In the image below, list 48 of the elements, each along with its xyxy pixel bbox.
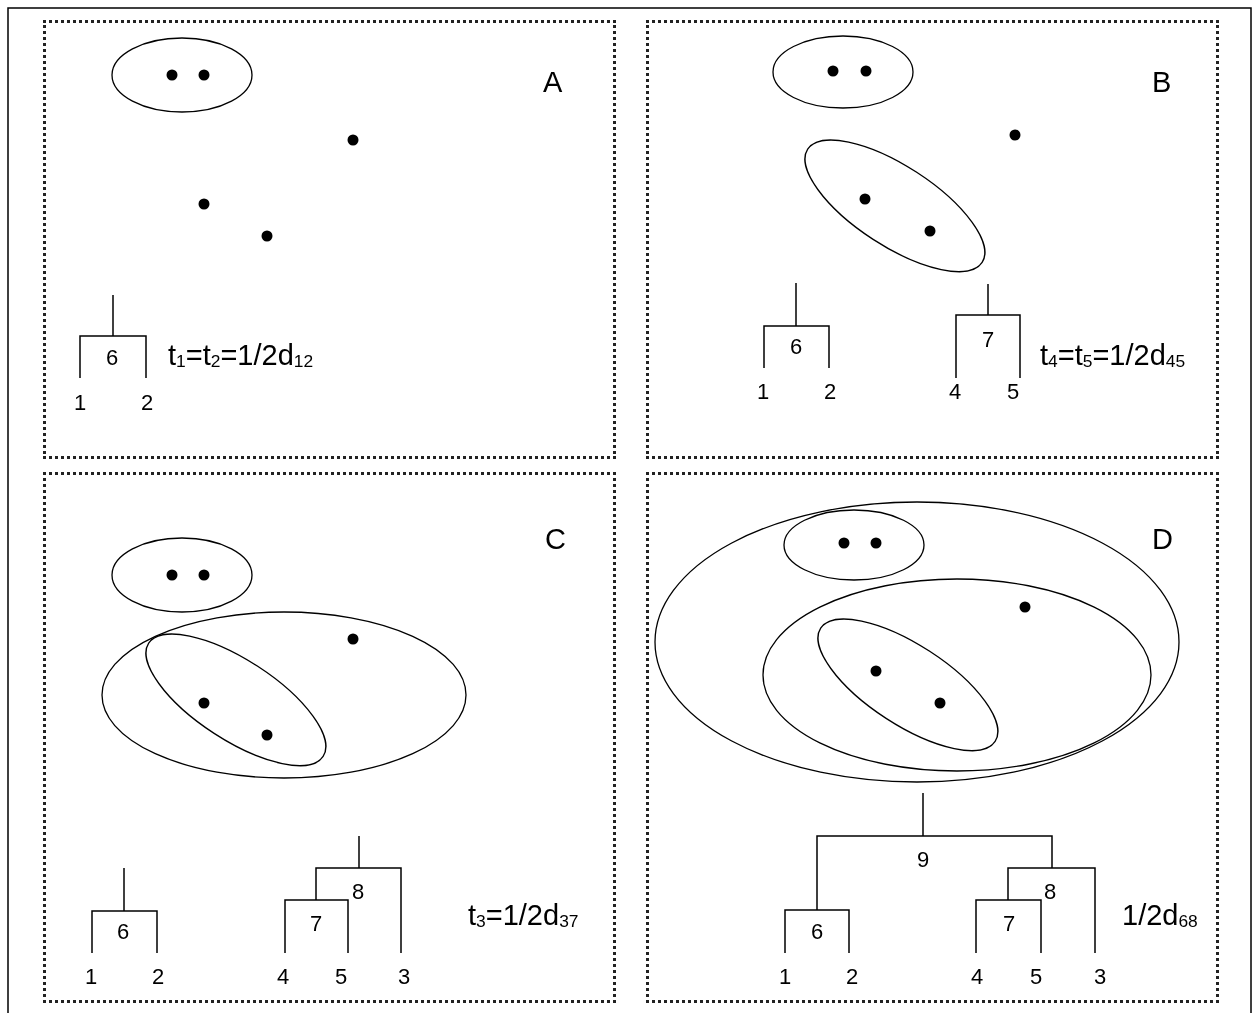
- node-number: 1: [84, 966, 98, 988]
- node-number: 1: [778, 966, 792, 988]
- node-number: 8: [351, 881, 365, 903]
- formula-label: t$_{1}$=t$_{2}$=1/2d$_{12}$: [168, 341, 314, 371]
- node-number: 6: [789, 336, 803, 358]
- formula-label: t$_{4}$=t$_{5}$=1/2d$_{45}$: [1040, 341, 1186, 371]
- cluster-ellipse: [110, 36, 254, 114]
- node-number: 1: [756, 381, 770, 403]
- panel: [43, 20, 616, 459]
- cluster-ellipse: [782, 508, 926, 582]
- node-number: 1: [73, 392, 87, 414]
- cluster-ellipse: [653, 500, 1181, 784]
- panel-letter: D: [1152, 525, 1173, 554]
- node-number: 5: [1029, 966, 1043, 988]
- node-number: 8: [1043, 881, 1057, 903]
- node-number: 9: [916, 849, 930, 871]
- panel: [646, 20, 1219, 459]
- node-number: 7: [1002, 913, 1016, 935]
- formula-label: 1/2d$_{68}$: [1122, 901, 1198, 931]
- panel: [646, 472, 1219, 1003]
- panel: [43, 472, 616, 1003]
- panel-letter: C: [545, 525, 566, 554]
- node-number: 5: [334, 966, 348, 988]
- node-number: 6: [105, 347, 119, 369]
- node-number: 7: [981, 329, 995, 351]
- cluster-ellipse: [110, 536, 254, 614]
- cluster-ellipse: [761, 577, 1153, 773]
- node-number: 2: [140, 392, 154, 414]
- node-number: 2: [845, 966, 859, 988]
- node-number: 5: [1006, 381, 1020, 403]
- node-number: 2: [151, 966, 165, 988]
- cluster-ellipse: [803, 138, 987, 274]
- node-number: 6: [810, 921, 824, 943]
- node-number: 3: [1093, 966, 1107, 988]
- cluster-ellipse: [100, 610, 468, 780]
- node-number: 3: [397, 966, 411, 988]
- node-number: 4: [276, 966, 290, 988]
- cluster-ellipse: [771, 34, 915, 110]
- node-number: 7: [309, 913, 323, 935]
- cluster-ellipse: [816, 617, 1000, 753]
- node-number: 2: [823, 381, 837, 403]
- cluster-ellipse: [144, 632, 328, 768]
- node-number: 4: [970, 966, 984, 988]
- node-number: 4: [948, 381, 962, 403]
- panel-letter: A: [543, 68, 563, 97]
- node-number: 6: [116, 921, 130, 943]
- panel-letter: B: [1152, 68, 1172, 97]
- formula-label: t$_{3}$=1/2d$_{37}$: [468, 901, 579, 931]
